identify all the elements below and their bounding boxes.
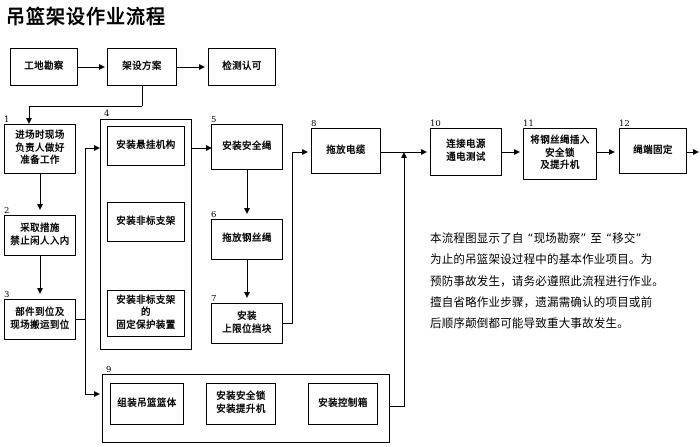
connector-group9-up — [404, 158, 405, 406]
note-line-1: 本流程图显示了自 “现场勘察” 至 “移交” — [430, 231, 642, 245]
connector-bus-to-group9 — [85, 394, 95, 395]
step-10-number: 10 — [430, 119, 441, 129]
box-step-3[interactable]: 部件到位及 现场搬运到位 — [4, 299, 76, 340]
note-paragraph: 本流程图显示了自 “现场勘察” 至 “移交” 为止的吊篮架设过程中的基本作业项目… — [430, 228, 698, 334]
box-assemble-basket-label: 组装吊篮篮体 — [117, 397, 177, 409]
connector-plan-down — [142, 86, 143, 106]
arrow-plan-to-inspection-icon — [199, 63, 205, 70]
box-install-bracket-protection-label: 安装非标支架 的 固定保护装置 — [116, 294, 176, 331]
connector-step10-to-step11 — [502, 152, 515, 153]
group-4-number: 4 — [104, 109, 110, 119]
step-5-number: 5 — [211, 115, 217, 125]
connector-step11-to-step12 — [597, 152, 610, 153]
box-install-suspension-label: 安装悬挂机构 — [116, 139, 176, 151]
box-step-6[interactable]: 拖放钢丝绳 — [211, 219, 283, 260]
connector-step6-to-step7 — [247, 260, 248, 294]
arrow-step12-exit-icon — [693, 148, 699, 155]
box-step-6-label: 拖放钢丝绳 — [222, 233, 272, 245]
box-step-8-label: 拖放电缆 — [326, 144, 366, 156]
arrow-step11-to-step12-icon — [609, 148, 615, 155]
connector-step2-to-step3 — [40, 256, 41, 290]
box-assemble-basket[interactable]: 组装吊篮篮体 — [110, 383, 184, 425]
arrow-plan-to-step1-icon — [25, 118, 32, 124]
box-step-3-label: 部件到位及 现场搬运到位 — [10, 306, 70, 331]
box-site-survey-label: 工地勘察 — [24, 60, 64, 72]
connector-plan-left — [29, 106, 142, 107]
connector-bus-vertical-left — [85, 148, 86, 394]
box-step-2-label: 采取措施 禁止闲人入内 — [10, 222, 70, 247]
box-install-suspension[interactable]: 安装悬挂机构 — [107, 126, 185, 166]
box-install-bracket-protection[interactable]: 安装非标支架 的 固定保护装置 — [107, 290, 185, 337]
box-step-10[interactable]: 连接电源 通电测试 — [430, 128, 502, 176]
note-line-4: 擅自省略作业步骤，遗漏需确认的项目或前 — [430, 294, 653, 309]
note-line-3: 预防事故发生，请务必遵照此流程进行作业。 — [430, 273, 664, 288]
box-install-control-box[interactable]: 安装控制箱 — [308, 383, 378, 425]
box-inspection-approval[interactable]: 检测认可 — [208, 48, 276, 86]
box-site-survey[interactable]: 工地勘察 — [10, 48, 78, 86]
box-step-8[interactable]: 拖放电缆 — [311, 128, 381, 174]
page-title: 吊篮架设作业流程 — [6, 6, 167, 28]
step-2-number: 2 — [4, 206, 10, 216]
arrow-step5-to-step6-icon — [243, 208, 250, 214]
connector-plan-to-step1 — [29, 106, 30, 120]
connector-step12-exit — [687, 152, 694, 153]
connector-step1-to-step2 — [40, 174, 41, 206]
note-line-5: 后顺序颠倒都可能导致重大事故发生。 — [430, 316, 629, 331]
connector-step7-to-step8 — [292, 152, 303, 153]
box-erection-plan[interactable]: 架设方案 — [107, 48, 177, 86]
arrow-group9-merge-icon — [401, 152, 407, 158]
arrow-step8-to-step10-icon — [421, 148, 427, 155]
connector-plan-to-inspection — [177, 67, 200, 68]
box-inspection-approval-label: 检测认可 — [222, 60, 262, 72]
arrow-survey-to-plan-icon — [99, 63, 105, 70]
box-install-nonstandard-bracket[interactable]: 安装非标支架 — [107, 202, 185, 242]
arrow-step10-to-step11-icon — [514, 148, 520, 155]
step-12-number: 12 — [619, 119, 630, 129]
connector-step7-up — [292, 152, 293, 323]
connector-step3-right — [76, 319, 86, 320]
arrow-step2-to-step3-icon — [36, 288, 43, 294]
connector-group9-right — [390, 406, 405, 407]
box-step-5-label: 安装安全绳 — [222, 140, 272, 152]
box-step-1[interactable]: 进场时现场 负责人做好 准备工作 — [4, 124, 76, 174]
arrow-bus-to-group9-icon — [94, 390, 100, 397]
box-install-safety-lock-hoist-label: 安装安全锁 安装提升机 — [216, 391, 266, 415]
box-step-1-label: 进场时现场 负责人做好 准备工作 — [15, 130, 65, 167]
step-11-number: 11 — [523, 119, 534, 129]
arrow-step1-to-step2-icon — [36, 204, 43, 210]
box-install-nonstandard-bracket-label: 安装非标支架 — [116, 215, 176, 227]
step-7-number: 7 — [211, 294, 217, 304]
box-step-7-label: 安装 上限位挡块 — [222, 310, 272, 335]
connector-step5-to-step6 — [247, 170, 248, 210]
box-step-12[interactable]: 绳端固定 — [619, 128, 687, 174]
box-step-11[interactable]: 将钢丝绳插入 安全锁 及提升机 — [523, 128, 597, 180]
step-6-number: 6 — [211, 210, 217, 220]
box-erection-plan-label: 架设方案 — [122, 60, 162, 72]
box-step-11-label: 将钢丝绳插入 安全锁 及提升机 — [530, 135, 590, 172]
step-3-number: 3 — [4, 290, 10, 300]
box-install-safety-lock-hoist[interactable]: 安装安全锁 安装提升机 — [206, 383, 276, 425]
arrow-step6-to-step7-icon — [243, 292, 250, 298]
box-install-control-box-label: 安装控制箱 — [318, 397, 368, 409]
step-1-number: 1 — [4, 115, 10, 125]
box-step-5[interactable]: 安装安全绳 — [211, 124, 283, 170]
connector-survey-to-plan — [78, 67, 100, 68]
box-step-7[interactable]: 安装 上限位挡块 — [211, 303, 283, 344]
arrow-step7-to-step8-icon — [302, 148, 308, 155]
box-step-10-label: 连接电源 通电测试 — [446, 139, 486, 163]
step-8-number: 8 — [311, 119, 317, 129]
note-line-2: 为止的吊篮架设过程中的基本作业项目。为 — [430, 252, 653, 267]
arrow-bus-to-group4-icon — [94, 144, 100, 151]
connector-step7-right — [283, 323, 293, 324]
connector-group4-to-step5 — [192, 148, 207, 149]
arrow-group4-to-step5-icon — [206, 144, 212, 151]
box-step-12-label: 绳端固定 — [633, 144, 673, 156]
group-9-number: 9 — [106, 365, 112, 375]
connector-bus-to-group4 — [85, 148, 95, 149]
box-step-2[interactable]: 采取措施 禁止闲人入内 — [4, 215, 76, 256]
